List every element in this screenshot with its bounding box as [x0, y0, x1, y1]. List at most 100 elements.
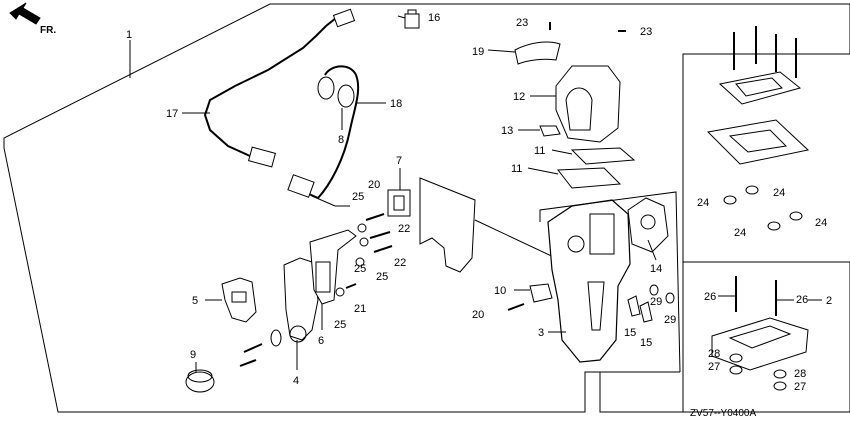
callout-15b: 15	[640, 337, 652, 349]
callout-5: 5	[192, 295, 198, 307]
callout-18: 18	[390, 98, 402, 110]
part-4-boss	[289, 325, 307, 343]
callout-15a: 15	[624, 327, 636, 339]
callout-20a: 20	[368, 179, 380, 191]
drawing-code: ZV57--Y0400A	[690, 408, 756, 419]
part-7-block	[387, 189, 411, 217]
forward-arrow-icon	[9, 2, 41, 25]
callout-29a: 29	[650, 296, 662, 308]
part-18-lead	[311, 195, 350, 207]
callout-21: 21	[354, 303, 366, 315]
callout-8: 8	[338, 134, 344, 146]
part-12-slot	[565, 87, 593, 131]
part-15-spring-b	[639, 301, 653, 323]
part-17-harness	[203, 11, 351, 157]
part-28-washer-a	[729, 353, 743, 363]
part-6-bracket	[309, 229, 357, 305]
lever-bolt-b	[243, 343, 263, 353]
callout-7: 7	[396, 155, 402, 167]
part-4-washer	[270, 329, 282, 347]
part-22-bolt-b	[373, 245, 393, 253]
upper-gasket	[718, 71, 802, 105]
callout-22a: 22	[398, 223, 410, 235]
part-25-nut-c	[355, 257, 365, 267]
leader-19	[487, 49, 516, 53]
callout-29b: 29	[664, 314, 676, 326]
part-29-washer-a	[649, 284, 659, 296]
part-13-clip	[539, 125, 561, 137]
part-29-washer-b	[665, 292, 675, 304]
callout-25b: 25	[354, 263, 366, 275]
callout-27a: 27	[708, 361, 720, 373]
leader-11b	[527, 167, 559, 175]
part-2-spacer-window	[728, 325, 792, 349]
callout-25d: 25	[334, 319, 346, 331]
assembly-1-frame	[3, 3, 850, 413]
callout-19: 19	[472, 46, 484, 58]
callout-23a: 23	[516, 17, 528, 29]
part-28-washer-b	[773, 369, 787, 379]
part-24-nut-d	[789, 211, 803, 221]
part-3-slot	[587, 281, 605, 331]
part-27-nut-b	[773, 381, 787, 391]
part-24-nut-b	[745, 185, 759, 195]
part-21-bolt	[345, 283, 357, 289]
callout-6: 6	[318, 335, 324, 347]
callout-14: 14	[650, 263, 662, 275]
callout-9: 9	[190, 349, 196, 361]
callout-16: 16	[428, 12, 440, 24]
callout-23b: 23	[640, 26, 652, 38]
part-24-nut-a	[723, 195, 737, 205]
callout-24b: 24	[697, 197, 709, 209]
mounting-plate-window	[728, 129, 788, 153]
gasket-sheet	[419, 177, 476, 273]
part-25-nut-b	[359, 237, 369, 247]
part-16-clip	[404, 9, 420, 29]
harness-connector-top	[332, 8, 356, 28]
callout-24c: 24	[815, 217, 827, 229]
part-12-cover	[555, 65, 621, 143]
gasket-leader	[474, 219, 561, 261]
callout-3: 3	[538, 327, 544, 339]
callout-24a: 24	[773, 187, 785, 199]
direction-label: FR.	[40, 25, 56, 36]
part-20-bolt-b	[507, 303, 525, 311]
lever-group-frame	[539, 191, 681, 373]
callout-2: 2	[826, 295, 832, 307]
leader-11a	[551, 149, 573, 155]
part-5-cover	[221, 277, 257, 323]
part-14-hub	[640, 214, 656, 230]
part-18-harness	[299, 65, 360, 200]
callout-26a: 26	[704, 291, 716, 303]
part-4-lever	[283, 257, 319, 341]
harness-connector-bottom	[247, 146, 277, 168]
part-8-grommet-b	[337, 84, 355, 108]
part-3-mechanism	[589, 213, 615, 255]
callout-11b: 11	[511, 163, 522, 175]
callout-10: 10	[494, 285, 506, 297]
part-24-nut-c	[767, 221, 781, 231]
callout-4: 4	[293, 375, 299, 387]
callout-24d: 24	[734, 227, 746, 239]
part-3-pivot	[567, 235, 585, 253]
part-9-top	[187, 369, 213, 383]
callout-1: 1	[126, 29, 132, 41]
leader-14	[647, 239, 657, 261]
callout-28a: 28	[708, 348, 720, 360]
part-22-bolt-a	[369, 231, 391, 239]
part-25-nut-a	[357, 223, 367, 233]
callout-28b: 28	[794, 368, 806, 380]
part-11-plate-upper	[570, 147, 636, 165]
callout-17: 17	[166, 108, 178, 120]
callout-13: 13	[501, 125, 513, 137]
leader-16	[397, 15, 406, 19]
callout-12: 12	[513, 91, 525, 103]
lever-bolt-a	[239, 359, 257, 367]
part-20-bolt	[365, 213, 385, 221]
part-10-clip	[529, 283, 553, 303]
part-8-grommet-a	[317, 76, 335, 100]
part-18-connector	[287, 174, 315, 198]
callout-26b: 26	[796, 294, 808, 306]
